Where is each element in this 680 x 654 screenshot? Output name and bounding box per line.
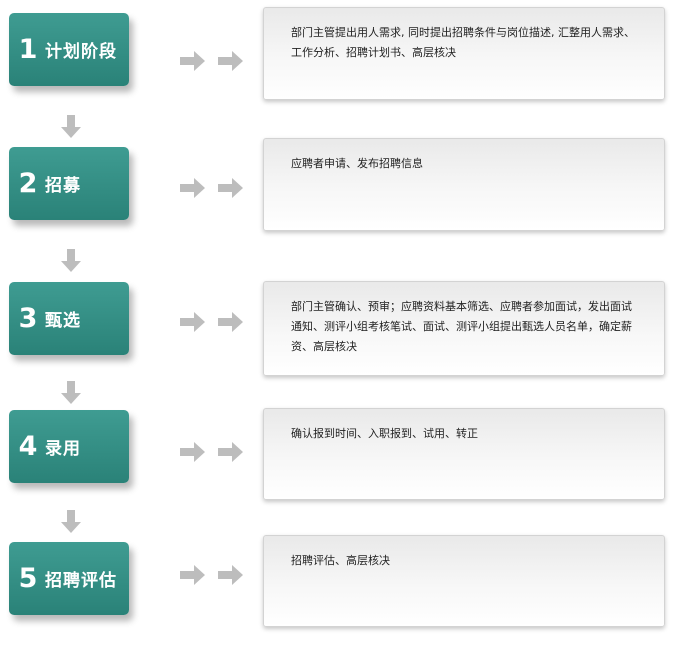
stage-5-description-box: 招聘评估、高层核决 bbox=[263, 535, 665, 627]
right-arrow-icon bbox=[218, 442, 243, 462]
right-arrow-icon bbox=[180, 312, 205, 332]
right-arrow-icon bbox=[180, 442, 205, 462]
stage-4-box: 4 录用 bbox=[9, 410, 129, 483]
stage-2-description-box: 应聘者申请、发布招聘信息 bbox=[263, 138, 665, 231]
down-arrow-icon bbox=[61, 249, 81, 272]
stage-4-description: 确认报到时间、入职报到、试用、转正 bbox=[291, 427, 478, 440]
stage-1-description: 部门主管提出用人需求, 同时提出招聘条件与岗位描述, 汇整用人需求、工作分析、招… bbox=[291, 26, 635, 59]
stage-1-number: 1 bbox=[18, 34, 38, 65]
stage-4-number: 4 bbox=[18, 431, 38, 462]
down-arrow-icon bbox=[61, 115, 81, 138]
right-arrow-icon bbox=[218, 565, 243, 585]
right-arrow-icon bbox=[218, 178, 243, 198]
stage-1-box: 1 计划阶段 bbox=[9, 13, 129, 86]
stage-3-number: 3 bbox=[18, 303, 38, 334]
right-arrow-icon bbox=[180, 565, 205, 585]
right-arrow-icon bbox=[180, 51, 205, 71]
stage-4-description-box: 确认报到时间、入职报到、试用、转正 bbox=[263, 408, 665, 500]
stage-3-description: 部门主管确认、预审；应聘资料基本筛选、应聘者参加面试，发出面试通知、测评小组考核… bbox=[291, 300, 632, 353]
stage-1-description-box: 部门主管提出用人需求, 同时提出招聘条件与岗位描述, 汇整用人需求、工作分析、招… bbox=[263, 7, 665, 100]
stage-5-label: 招聘评估 bbox=[45, 571, 117, 591]
stage-2-number: 2 bbox=[18, 168, 38, 199]
down-arrow-icon bbox=[61, 510, 81, 533]
stage-1-label: 计划阶段 bbox=[45, 42, 117, 62]
stage-5-box: 5 招聘评估 bbox=[9, 542, 129, 615]
stage-3-label: 甄选 bbox=[45, 311, 81, 331]
stage-3-box: 3 甄选 bbox=[9, 282, 129, 355]
down-arrow-icon bbox=[61, 381, 81, 404]
stage-3-description-box: 部门主管确认、预审；应聘资料基本筛选、应聘者参加面试，发出面试通知、测评小组考核… bbox=[263, 281, 665, 376]
right-arrow-icon bbox=[218, 312, 243, 332]
right-arrow-icon bbox=[218, 51, 243, 71]
stage-5-description: 招聘评估、高层核决 bbox=[291, 554, 390, 567]
stage-2-description: 应聘者申请、发布招聘信息 bbox=[291, 157, 423, 170]
stage-5-number: 5 bbox=[18, 563, 38, 594]
stage-2-label: 招募 bbox=[45, 176, 81, 196]
stage-2-box: 2 招募 bbox=[9, 147, 129, 220]
stage-4-label: 录用 bbox=[45, 439, 81, 459]
right-arrow-icon bbox=[180, 178, 205, 198]
